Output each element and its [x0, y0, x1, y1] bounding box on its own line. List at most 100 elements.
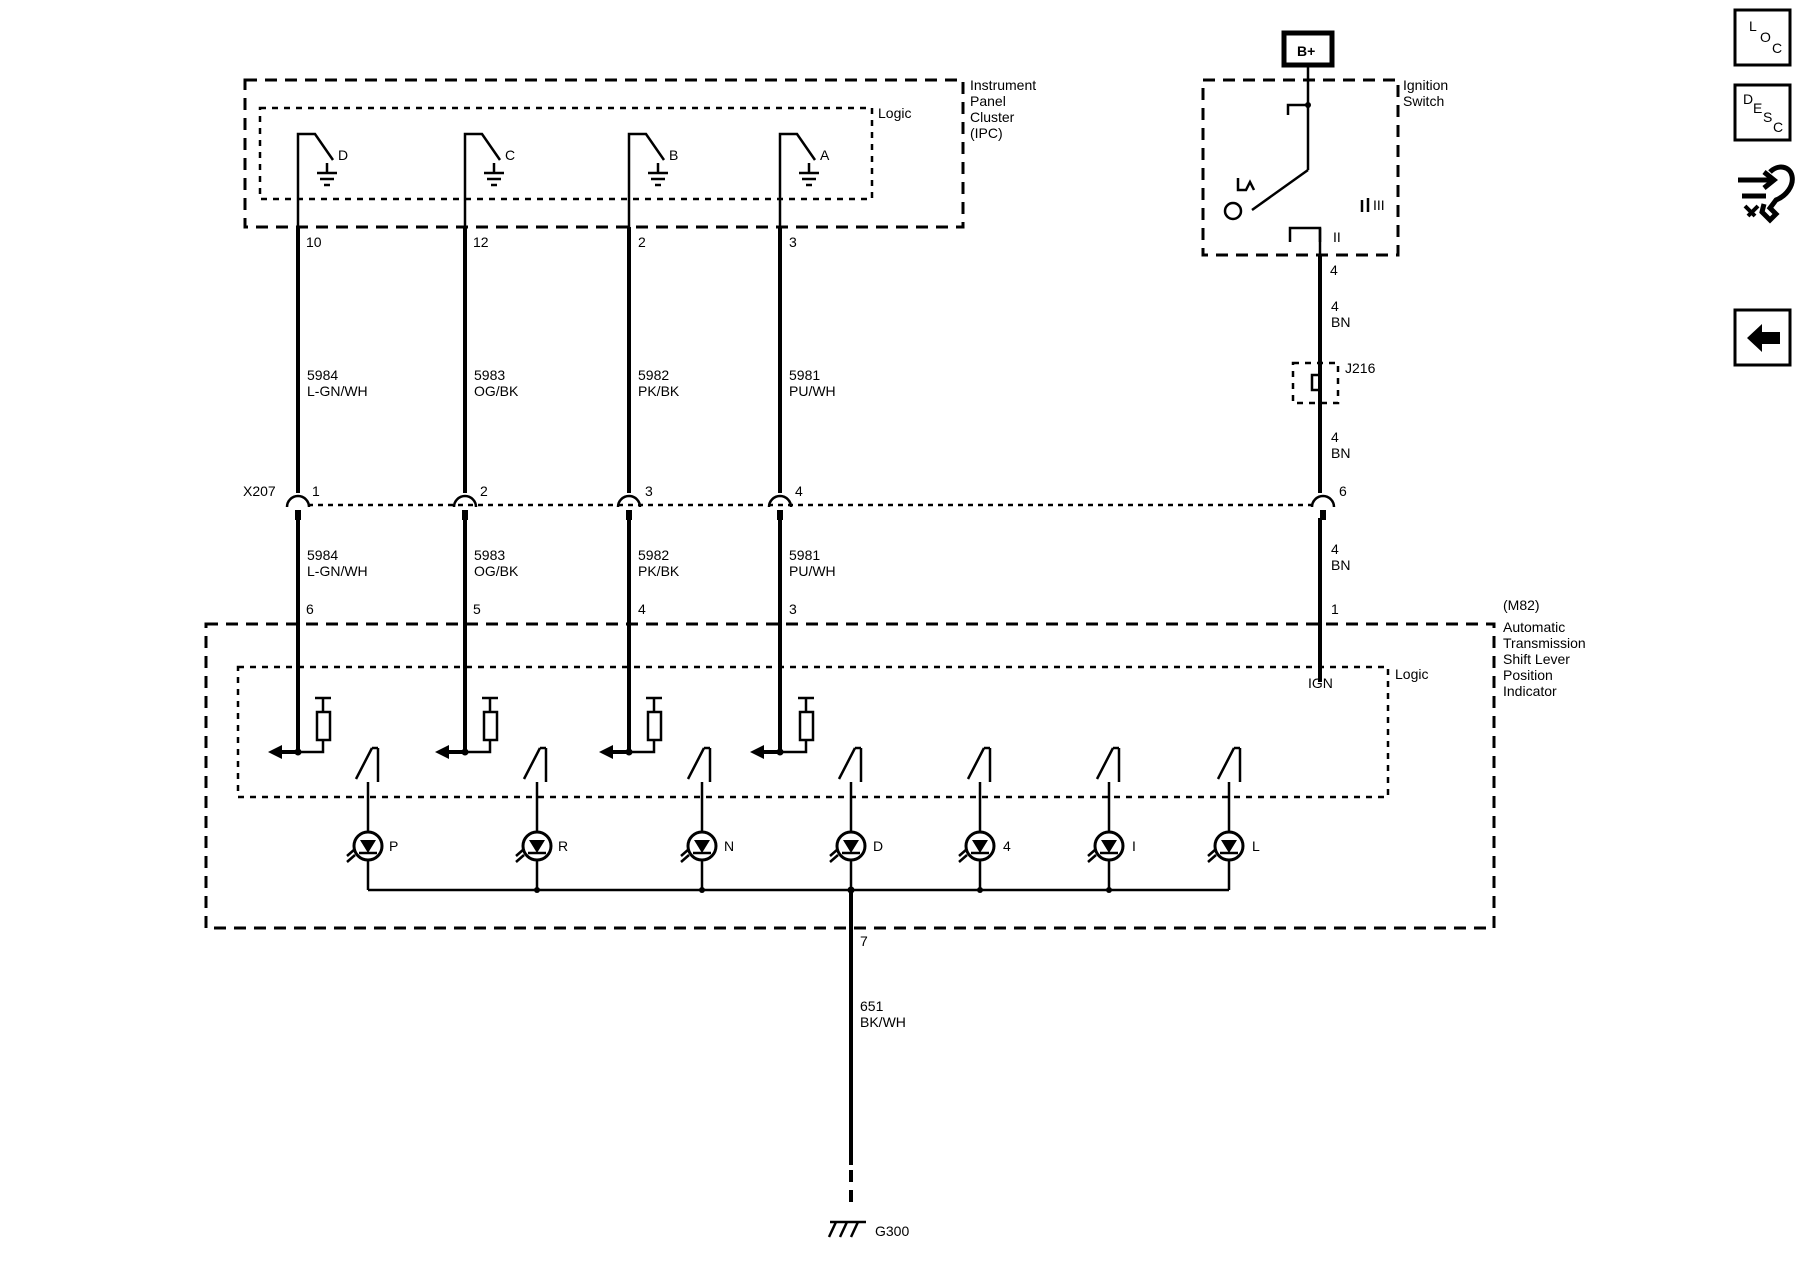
wire-circuit: 5984: [307, 547, 338, 563]
ground-circuit: 7 651 BK/WH G300: [827, 890, 909, 1239]
led-label: P: [389, 838, 398, 854]
x207-connector: X207 1 2 3 4 6: [243, 483, 1347, 520]
wire-circuit: 5981: [789, 547, 820, 563]
m82-title-line-4: Position: [1503, 667, 1553, 683]
ipc-title-line-2: Panel: [970, 93, 1006, 109]
ipc-pin: 2: [638, 234, 646, 250]
led-l: L: [1207, 830, 1260, 863]
ign-wire-gauge: 4: [1331, 429, 1339, 445]
ipc-title-line-1: Instrument: [970, 77, 1036, 93]
led-d: D: [829, 830, 883, 863]
input-circuit-2: [435, 696, 499, 759]
ignition-position-ii: II: [1333, 229, 1341, 245]
ipc-switch-letter: C: [505, 147, 515, 163]
ipc-switch-a: A: [778, 132, 830, 241]
m82-pin: 3: [789, 601, 797, 617]
m82-title-line-3: Shift Lever: [1503, 651, 1570, 667]
wrench-arrows-icon: [1738, 164, 1795, 224]
led-p: P: [346, 830, 398, 863]
desc-letter: D: [1743, 91, 1753, 107]
x207-pin: 4: [795, 483, 803, 499]
ipc-switch-c: C: [463, 132, 515, 241]
led-label: N: [724, 838, 734, 854]
led-label: R: [558, 838, 568, 854]
x207-label: X207: [243, 483, 276, 499]
wire-color: PU/WH: [789, 563, 836, 579]
wire-circuit: 5983: [474, 547, 505, 563]
description-button[interactable]: D E S C: [1733, 83, 1792, 142]
ground-circuit-number: 651: [860, 998, 884, 1014]
led-drive-switches: [354, 746, 1242, 782]
m82-title-line-2: Transmission: [1503, 635, 1586, 651]
ipc-switch-letter: A: [820, 147, 830, 163]
ipc-switch-letter: B: [669, 147, 678, 163]
m82-pin: 5: [473, 601, 481, 617]
m82-code: (M82): [1503, 597, 1540, 613]
led-r: R: [515, 830, 568, 863]
m82-title-line-1: Automatic: [1503, 619, 1565, 635]
ign-label: IGN: [1308, 675, 1333, 691]
wire-circuit: 5983: [474, 367, 505, 383]
ground-wire-color: BK/WH: [860, 1014, 906, 1030]
ipc-title-line-4: (IPC): [970, 125, 1003, 141]
ipc-logic-label: Logic: [878, 105, 911, 121]
x207-pin: 6: [1339, 483, 1347, 499]
ground-pin: 7: [860, 933, 868, 949]
ignition-title-line-1: Ignition: [1403, 77, 1448, 93]
x207-pin: 1: [312, 483, 320, 499]
desc-letter: C: [1773, 119, 1783, 135]
wire-circuit: 5982: [638, 547, 669, 563]
ground-label: G300: [875, 1223, 909, 1239]
wire-color: L-GN/WH: [307, 563, 368, 579]
led-4: 4: [958, 830, 1011, 863]
led-label: D: [873, 838, 883, 854]
j216-splice: J216: [1291, 360, 1376, 405]
j216-label: J216: [1345, 360, 1376, 376]
led-label: 4: [1003, 838, 1011, 854]
wire-circuit: 5984: [307, 367, 338, 383]
desc-letter: S: [1763, 109, 1772, 125]
wire-color: PU/WH: [789, 383, 836, 399]
m82-logic-label: Logic: [1395, 666, 1428, 682]
ground-icon: [827, 1220, 866, 1238]
wire-circuit: 5982: [638, 367, 669, 383]
wire-color: PK/BK: [638, 383, 680, 399]
ignition-pin: 4: [1330, 262, 1338, 278]
m82-pin: 4: [638, 601, 646, 617]
ignition-switch: B+ Ignition Switch III II 4 4 BN J216 4 …: [1201, 30, 1448, 682]
signal-wires: 5984 L-GN/WH 5983 OG/BK 5982 PK/BK 5981 …: [296, 227, 836, 752]
ipc-title-line-3: Cluster: [970, 109, 1015, 125]
m82-title-line-5: Indicator: [1503, 683, 1557, 699]
back-arrow-icon: [1747, 324, 1780, 352]
battery-supply-label: B+: [1297, 43, 1315, 59]
ign-wire-gauge: 4: [1331, 298, 1339, 314]
ipc-switch-b: B: [627, 132, 678, 241]
input-circuit-4: [750, 696, 815, 759]
ign-wire-gauge: 4: [1331, 541, 1339, 557]
ignition-position-iii: III: [1373, 197, 1385, 213]
led-label: L: [1252, 838, 1260, 854]
ign-wire-color: BN: [1331, 445, 1350, 461]
ignition-title-line-2: Switch: [1403, 93, 1444, 109]
connector-tools-button[interactable]: [1735, 160, 1795, 224]
ipc-module: Instrument Panel Cluster (IPC) Logic D C: [243, 77, 1036, 250]
ipc-pin: 3: [789, 234, 797, 250]
wire-color: OG/BK: [474, 563, 519, 579]
ipc-pin: 12: [473, 234, 489, 250]
ipc-switch-d: D: [296, 132, 348, 241]
ipc-switch-letter: D: [338, 147, 348, 163]
location-button[interactable]: L O C: [1733, 8, 1792, 67]
wire-color: L-GN/WH: [307, 383, 368, 399]
wire-color: PK/BK: [638, 563, 680, 579]
desc-letter: E: [1753, 100, 1762, 116]
wire-circuit: 5981: [789, 367, 820, 383]
led-n: N: [680, 830, 734, 863]
back-button[interactable]: [1733, 308, 1792, 367]
m82-indicator-module: (M82) Automatic Transmission Shift Lever…: [204, 597, 1586, 930]
m82-pin: 1: [1331, 601, 1339, 617]
m82-pin: 6: [306, 601, 314, 617]
wire-color: OG/BK: [474, 383, 519, 399]
loc-letter: C: [1772, 40, 1782, 56]
ign-wire-color: BN: [1331, 314, 1350, 330]
